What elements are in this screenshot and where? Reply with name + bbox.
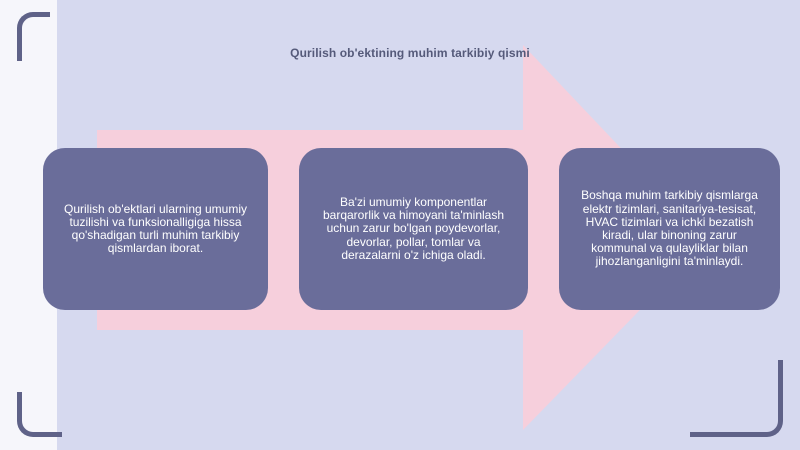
- info-card-1: Qurilish ob'ektlari ularning umumiy tuzi…: [43, 148, 268, 310]
- info-card-2: Ba'zi umumiy komponentlar barqarorlik va…: [299, 148, 528, 310]
- corner-bracket-bottom-right: [690, 360, 783, 437]
- info-card-3-text: Boshqa muhim tarkibiy qismlarga elektr t…: [581, 188, 758, 269]
- info-card-1-text: Qurilish ob'ektlari ularning umumiy tuzi…: [63, 201, 248, 256]
- info-card-2-text: Ba'zi umumiy komponentlar barqarorlik va…: [322, 195, 505, 262]
- corner-bracket-bottom-left: [17, 392, 62, 437]
- slide-title: Qurilish ob'ektining muhim tarkibiy qism…: [290, 46, 530, 60]
- info-card-3: Boshqa muhim tarkibiy qismlarga elektr t…: [559, 148, 780, 310]
- corner-bracket-top-left: [17, 12, 50, 61]
